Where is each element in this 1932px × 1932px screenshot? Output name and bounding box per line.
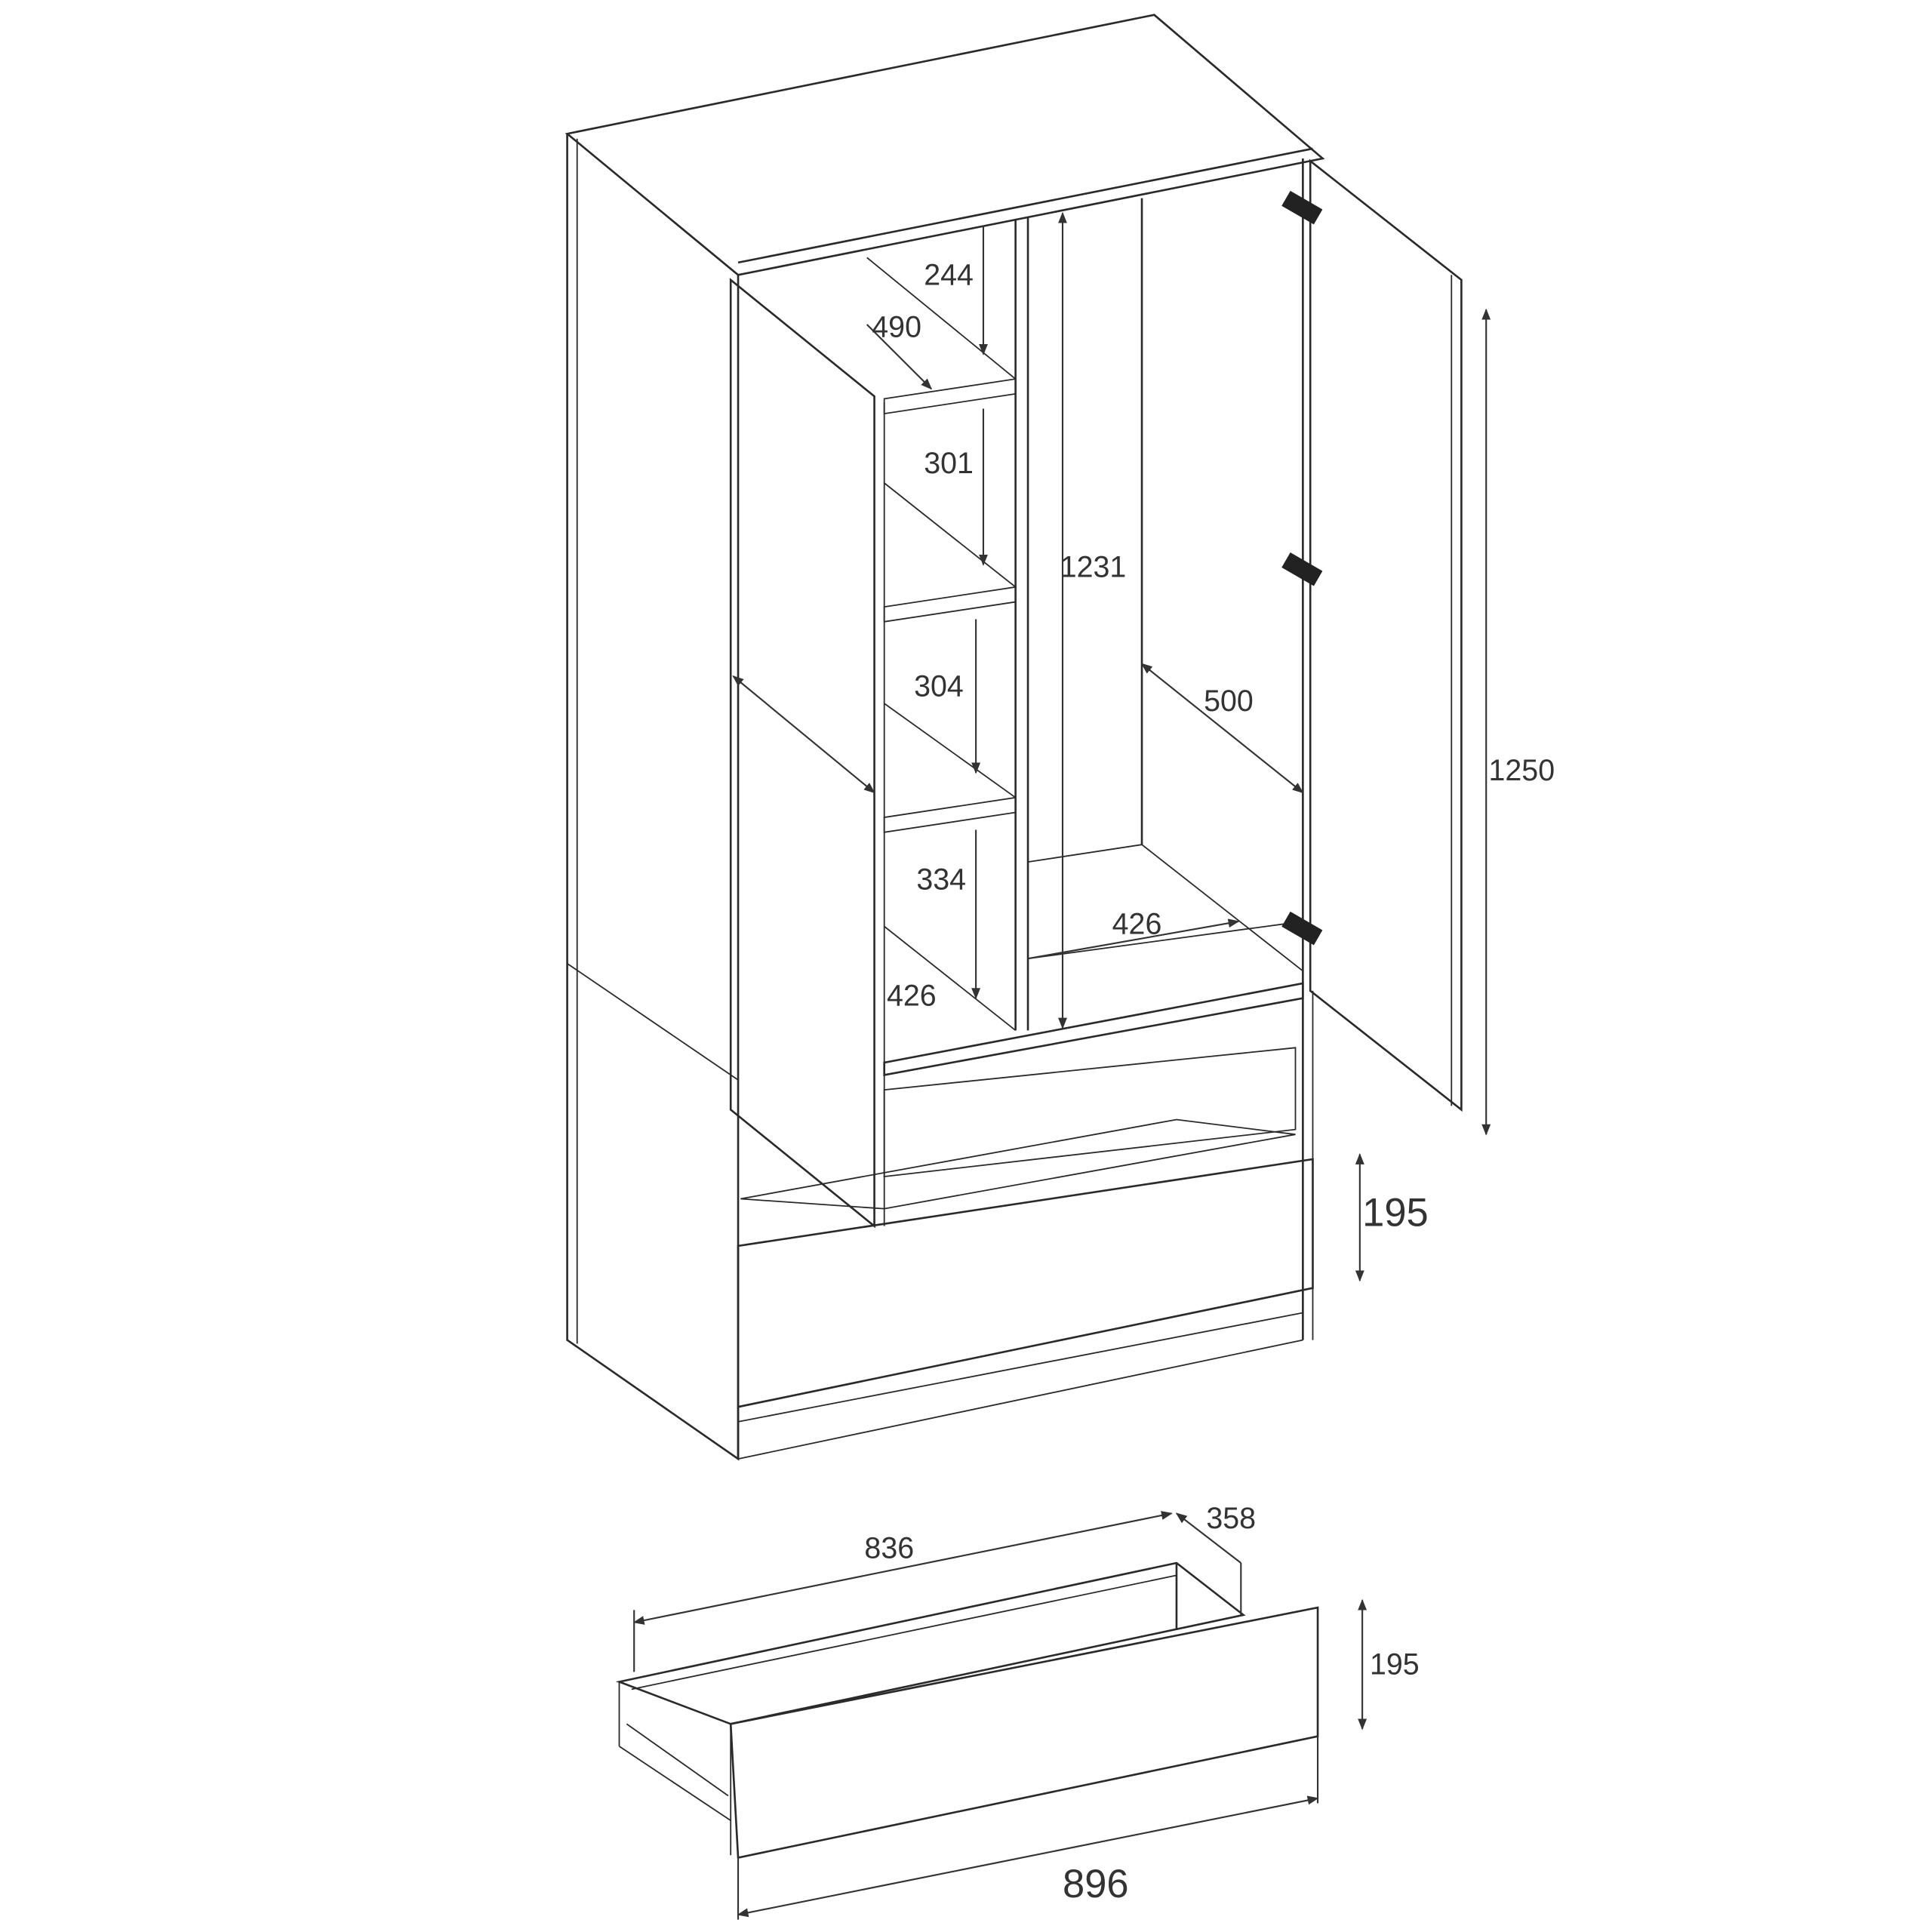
dim-334: 334: [916, 863, 966, 896]
wardrobe-body: [565, 14, 1463, 1461]
dim-195-front: 195: [1362, 1191, 1429, 1235]
dim-896: 896: [1063, 1862, 1129, 1906]
hinge-icon: [1281, 190, 1323, 225]
dim-195-drawer: 195: [1370, 1648, 1420, 1681]
hinge-icon: [1281, 911, 1323, 946]
dim-358: 358: [1206, 1502, 1256, 1535]
dim-490: 490: [872, 310, 921, 343]
dim-304: 304: [914, 669, 964, 703]
dim-836: 836: [864, 1531, 914, 1564]
dim-301: 301: [924, 447, 974, 480]
hinge-icon: [1281, 552, 1323, 586]
dimension-labels: 244 490 301 1231 304 500 1250 334 426 42…: [872, 258, 1555, 1235]
dim-244: 244: [924, 258, 974, 291]
dimension-lines: [732, 211, 1491, 1282]
dim-426-shelf: 426: [887, 980, 937, 1013]
drawer-detail: 836 358 195 896: [615, 1502, 1420, 1920]
dim-500: 500: [1204, 685, 1254, 718]
dim-1231: 1231: [1060, 551, 1127, 584]
dim-426-hanging: 426: [1112, 907, 1162, 940]
dim-1250: 1250: [1489, 754, 1555, 787]
